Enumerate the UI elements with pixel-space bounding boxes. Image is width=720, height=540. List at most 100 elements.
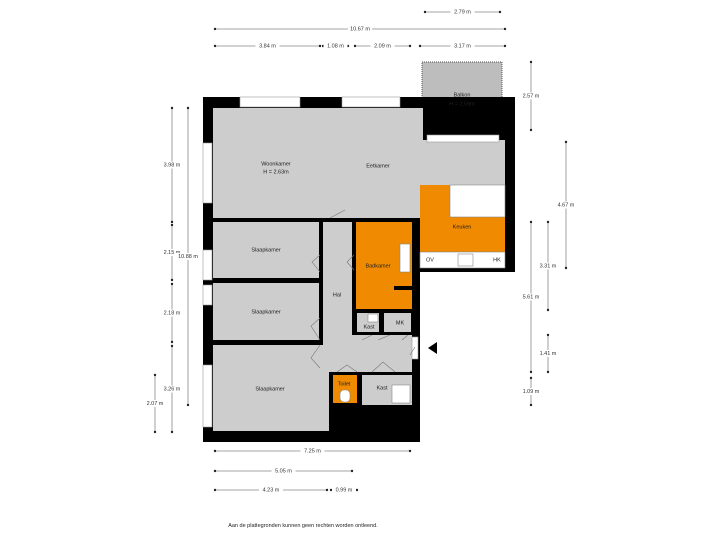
dimension-label: 0.99 m: [336, 487, 353, 493]
dimension-endpoint: [529, 60, 533, 64]
dimension-label-bg: [450, 8, 475, 16]
dimension-label-bg: [536, 350, 560, 357]
dimension-endpoint: [408, 449, 412, 453]
dimension-endpoint: [529, 370, 533, 374]
dimension-endpoint: [546, 308, 550, 312]
dimension-endpoint: [408, 44, 412, 48]
dimension-endpoint: [546, 220, 550, 224]
kast-1-label: Kast: [363, 324, 374, 330]
slaapkamer-1-label: Slaapkamer: [251, 247, 281, 253]
slaapkamer-2-label: Slaapkamer: [251, 309, 281, 315]
dimension: 0.99 m: [329, 486, 359, 494]
dimension-label: 3.84 m: [259, 43, 276, 49]
dimension-endpoint: [170, 106, 174, 110]
dimension: 2.09 m: [353, 42, 412, 50]
dimension-endpoint: [213, 27, 217, 31]
keuken-label: Keuken: [453, 224, 472, 230]
dimension-label-bg: [519, 388, 543, 395]
dimension-endpoint: [546, 333, 550, 337]
dimension: 2.57 m: [519, 60, 543, 132]
dimension-label: 7.25 m: [304, 448, 321, 454]
dimension-endpoint: [418, 44, 422, 48]
dimension-label: 3.17 m: [454, 43, 471, 49]
dimension: 4.67 m: [554, 140, 578, 270]
dimension-endpoint: [170, 220, 174, 224]
dimension: 2.79 m: [423, 8, 502, 16]
dimension-label: 2.09 m: [374, 43, 391, 49]
windows: [202, 96, 500, 428]
hal-label: Hal: [333, 292, 341, 298]
dimension-label: 3.98 m: [164, 162, 181, 168]
balkon-label: Balkon: [454, 92, 471, 98]
dimension-endpoint: [329, 488, 333, 492]
dimension-label: 1.09 m: [523, 389, 540, 395]
dimension-label-bg: [554, 201, 578, 209]
dimension: 10.88 m: [176, 106, 200, 407]
dimension-endpoint: [213, 449, 217, 453]
dimension-endpoint: [529, 128, 533, 132]
mk-label: MK: [396, 320, 405, 326]
dimension: 5.61 m: [519, 220, 543, 374]
dimension-label-bg: [160, 385, 184, 393]
dimension-label-bg: [519, 293, 543, 301]
hk-label: HK: [493, 257, 501, 263]
dimension-endpoint: [350, 469, 354, 473]
toilet-label: Toilet: [338, 381, 351, 387]
dimension: 1.09 m: [519, 376, 543, 407]
dimension: 2.18 m: [160, 282, 184, 344]
dimension-endpoint: [213, 44, 217, 48]
dimension-label: 2.57 m: [523, 93, 540, 99]
dimension: 3.31 m: [536, 220, 560, 312]
dimension-label-bg: [323, 42, 348, 50]
dimension-label: 10.88 m: [178, 254, 198, 260]
dimension-label: 2.18 m: [164, 310, 181, 316]
dimension: 4.23 m: [213, 486, 329, 494]
dimension: 2.07 m: [143, 373, 167, 434]
disclaimer: Aan de plattegronden kunnen geen rechten…: [228, 523, 378, 529]
dimension-label-bg: [259, 486, 283, 494]
dimension-label-bg: [271, 467, 296, 475]
dimension-endpoint: [564, 140, 568, 144]
dimension-label-bg: [255, 42, 280, 50]
dimension-label-bg: [143, 400, 167, 407]
entrance-arrow-icon: [428, 342, 437, 354]
dimension-endpoint: [186, 106, 190, 110]
dimension-endpoint: [423, 10, 427, 14]
ov-label: OV: [426, 257, 434, 263]
dimension-endpoint: [529, 220, 533, 224]
dimension-label: 4.23 m: [263, 487, 280, 493]
dimension: 3.98 m: [160, 106, 184, 224]
dimension-endpoint: [153, 430, 157, 434]
dimension: 2.15 m: [160, 223, 184, 282]
dimension-endpoint: [529, 403, 533, 407]
dimension-endpoint: [170, 282, 174, 286]
dimension-endpoint: [353, 44, 357, 48]
dimension-endpoint: [170, 430, 174, 434]
dimension-label-bg: [160, 309, 184, 317]
doors: [310, 209, 474, 404]
balkon-height: H = 2.59m: [449, 101, 475, 107]
floors: [213, 108, 506, 431]
dimension-label: 5.05 m: [275, 468, 292, 474]
badkamer-label: Badkamer: [365, 263, 390, 269]
dimension-lines: 2.79 m 10.67 m 3.84 m 1.08 m 2.09 m 3.17 m 3.9…: [143, 8, 578, 494]
dimension-label-bg: [370, 42, 395, 50]
dimension: 3.26 m: [160, 344, 184, 434]
dimension: 5.05 m: [213, 467, 354, 475]
dimension-label: 5.61 m: [523, 294, 540, 300]
dimension-label: 3.26 m: [164, 386, 181, 392]
dimension-label-bg: [536, 262, 560, 270]
dimension-endpoint: [170, 344, 174, 348]
dimension-label: 10.67 m: [350, 26, 370, 32]
dimension-endpoint: [546, 370, 550, 374]
dimension-label: 1.08 m: [327, 43, 344, 49]
dimension-label-bg: [300, 447, 325, 455]
dimension-label: 4.67 m: [558, 202, 575, 208]
dimension: 1.41 m: [536, 333, 560, 374]
dimension-endpoint: [503, 27, 507, 31]
woonkamer-height: H = 2.63m: [263, 169, 289, 175]
woonkamer-label: Woonkamer: [261, 161, 291, 167]
dimension-endpoint: [318, 44, 322, 48]
dimension-endpoint: [564, 266, 568, 270]
dimension-endpoint: [170, 278, 174, 282]
